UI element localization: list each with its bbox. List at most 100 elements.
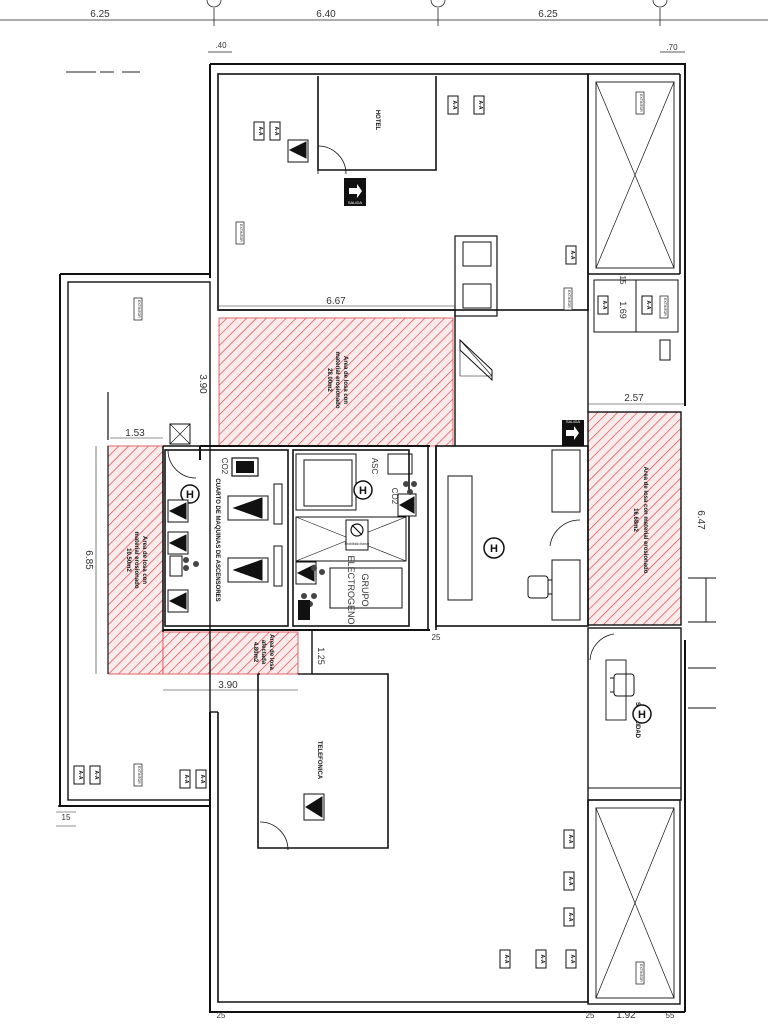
dim-257: 2.57 [624,393,644,404]
extinguishers [169,457,417,620]
extinguisher-icon [169,555,183,577]
svg-text:A-A: A-A [93,771,99,780]
extintor-tag-icon: EXTINTOR [563,287,573,311]
area-right-line1: Area de losa con material erosionado [642,467,648,574]
dim-390-vertical: 3.90 [197,374,208,394]
dim-25-center: 25 [432,633,441,642]
dim-125: 1.25 [316,647,326,665]
svg-text:A-A: A-A [569,955,575,964]
warning-triangle-icon [287,139,309,163]
svg-text:EXTINTOR: EXTINTOR [663,298,667,316]
svg-text:EXTINTOR: EXTINTOR [639,94,643,112]
dim-15: 15 [618,276,627,285]
exit-sign-icon: SALIDA [344,178,366,206]
dim-top-3: 6.25 [538,9,558,20]
dim-667: 6.67 [326,296,346,307]
door-swings [167,145,615,851]
aa-marker-icon: A-A [563,907,575,927]
warning-signs [167,139,417,821]
room-label-electrogeno: ELECTROGENO [346,555,356,624]
h-icon: H [483,537,505,559]
top-dimension-chain: 6.25 6.40 6.25 .40 .70 [0,0,768,73]
svg-text:Prohibido fumar: Prohibido fumar [345,542,371,546]
svg-text:A-A: A-A [199,775,205,784]
svg-text:H: H [359,485,367,497]
area-upper-line1: Area de losa con [342,356,348,404]
dim-192: 1.92 [616,1010,636,1021]
svg-text:A-A: A-A [601,301,607,310]
svg-text:A-A: A-A [539,955,545,964]
svg-text:A-A: A-A [567,835,573,844]
chair-icon [527,575,552,599]
svg-text:EXTINTOR: EXTINTOR [137,300,141,318]
dim-55: 55 [666,1011,675,1020]
area-left-line2: material erosionado [133,531,139,588]
aa-marker-icon: A-A [89,765,101,785]
dim-bottom-small-left: 25 [217,1011,226,1020]
warning-triangle-icon [167,589,189,613]
damaged-area-left [107,445,164,675]
room-label-telefonica: TELEFONICA [316,741,322,780]
svg-text:SALIDA: SALIDA [348,200,363,205]
area-labels: Area de losa con material erosionado 28.… [125,351,648,670]
warning-triangle-icon [167,499,189,523]
svg-text:A-A: A-A [503,955,509,964]
equipment-icon [231,457,259,477]
area-small-line3: 4.80m2 [252,642,258,663]
svg-text:A-A: A-A [477,101,483,110]
svg-text:A-A: A-A [451,101,457,110]
extintor-tag-icon: EXTINTOR [635,91,645,115]
dim-top-2: 6.40 [316,9,336,20]
svg-text:A-A: A-A [569,251,575,260]
aa-marker-icon: A-A [641,295,653,315]
dim-15-bottom: 15 [62,813,71,822]
exit-sign-icon: SALIDA [562,419,584,446]
aa-marker-icon: A-A [195,769,207,789]
area-left-line1: Area de losa con [141,536,147,584]
aa-marker-icon: A-A [473,95,485,115]
area-right-line2: 16.68m2 [632,508,638,532]
room-label-hotel: HOTEL [374,110,380,131]
exit-signs: SALIDA SALIDA [344,178,584,446]
damaged-area-upper [218,317,454,447]
warning-triangle-icon [227,557,269,583]
svg-text:EXTINTOR: EXTINTOR [567,290,571,308]
dim-169: 1.69 [618,301,628,319]
extintor-tag-icon: EXTINTOR [133,297,143,321]
no-smoking-icon: Prohibido fumar [345,519,371,551]
warning-triangle-icon [227,495,269,521]
room-label-co2-a: CO2 [390,488,399,505]
aa-marker-icon: A-A [597,295,609,315]
aa-marker-icon: A-A [269,121,281,141]
machine-room-equipment [273,459,353,587]
area-small-line1: Area de losa [268,634,274,670]
svg-text:EXTINTOR: EXTINTOR [639,964,643,982]
extintor-tag-icon: EXTINTOR [235,221,245,245]
misc-lines [58,630,313,807]
aa-marker-icon: A-A [565,245,577,265]
area-upper-line3: 28.00m2 [326,368,332,392]
dim-top-small-left: .40 [215,41,227,50]
warning-triangle-icon [295,561,317,585]
aa-marker-icon: A-A [565,949,577,969]
svg-text:EXTINTOR: EXTINTOR [239,224,243,242]
area-small-line2: afectada [260,640,266,665]
h-symbols: H H H H [180,480,652,724]
extinguisher-icon [311,565,325,575]
aa-marker-icon: A-A [179,769,191,789]
svg-text:SALIDA: SALIDA [566,419,581,424]
dim-390-horizontal: 3.90 [218,680,238,691]
equipment-icon [298,600,310,620]
svg-text:A-A: A-A [257,127,263,136]
extinguisher-icon [403,481,417,495]
dimension-labels: 6.67 3.90 1.53 6.85 2.57 6.47 1.69 15 1.… [56,276,706,1021]
area-left-line3: 10.50m2 [125,548,131,572]
dim-685: 6.85 [83,550,94,570]
dim-647: 6.47 [695,510,706,530]
h-icon: H [353,480,373,500]
room-label-grupo: GRUPO [360,573,370,606]
aa-markers: A-A A-A A-A A-A A-A A-A A-A A-A A-A A-A … [73,95,653,969]
extintor-tag-icon: EXTINTOR [659,295,669,319]
dim-top-1: 6.25 [90,9,110,20]
svg-text:EXTINTOR: EXTINTOR [137,766,141,784]
